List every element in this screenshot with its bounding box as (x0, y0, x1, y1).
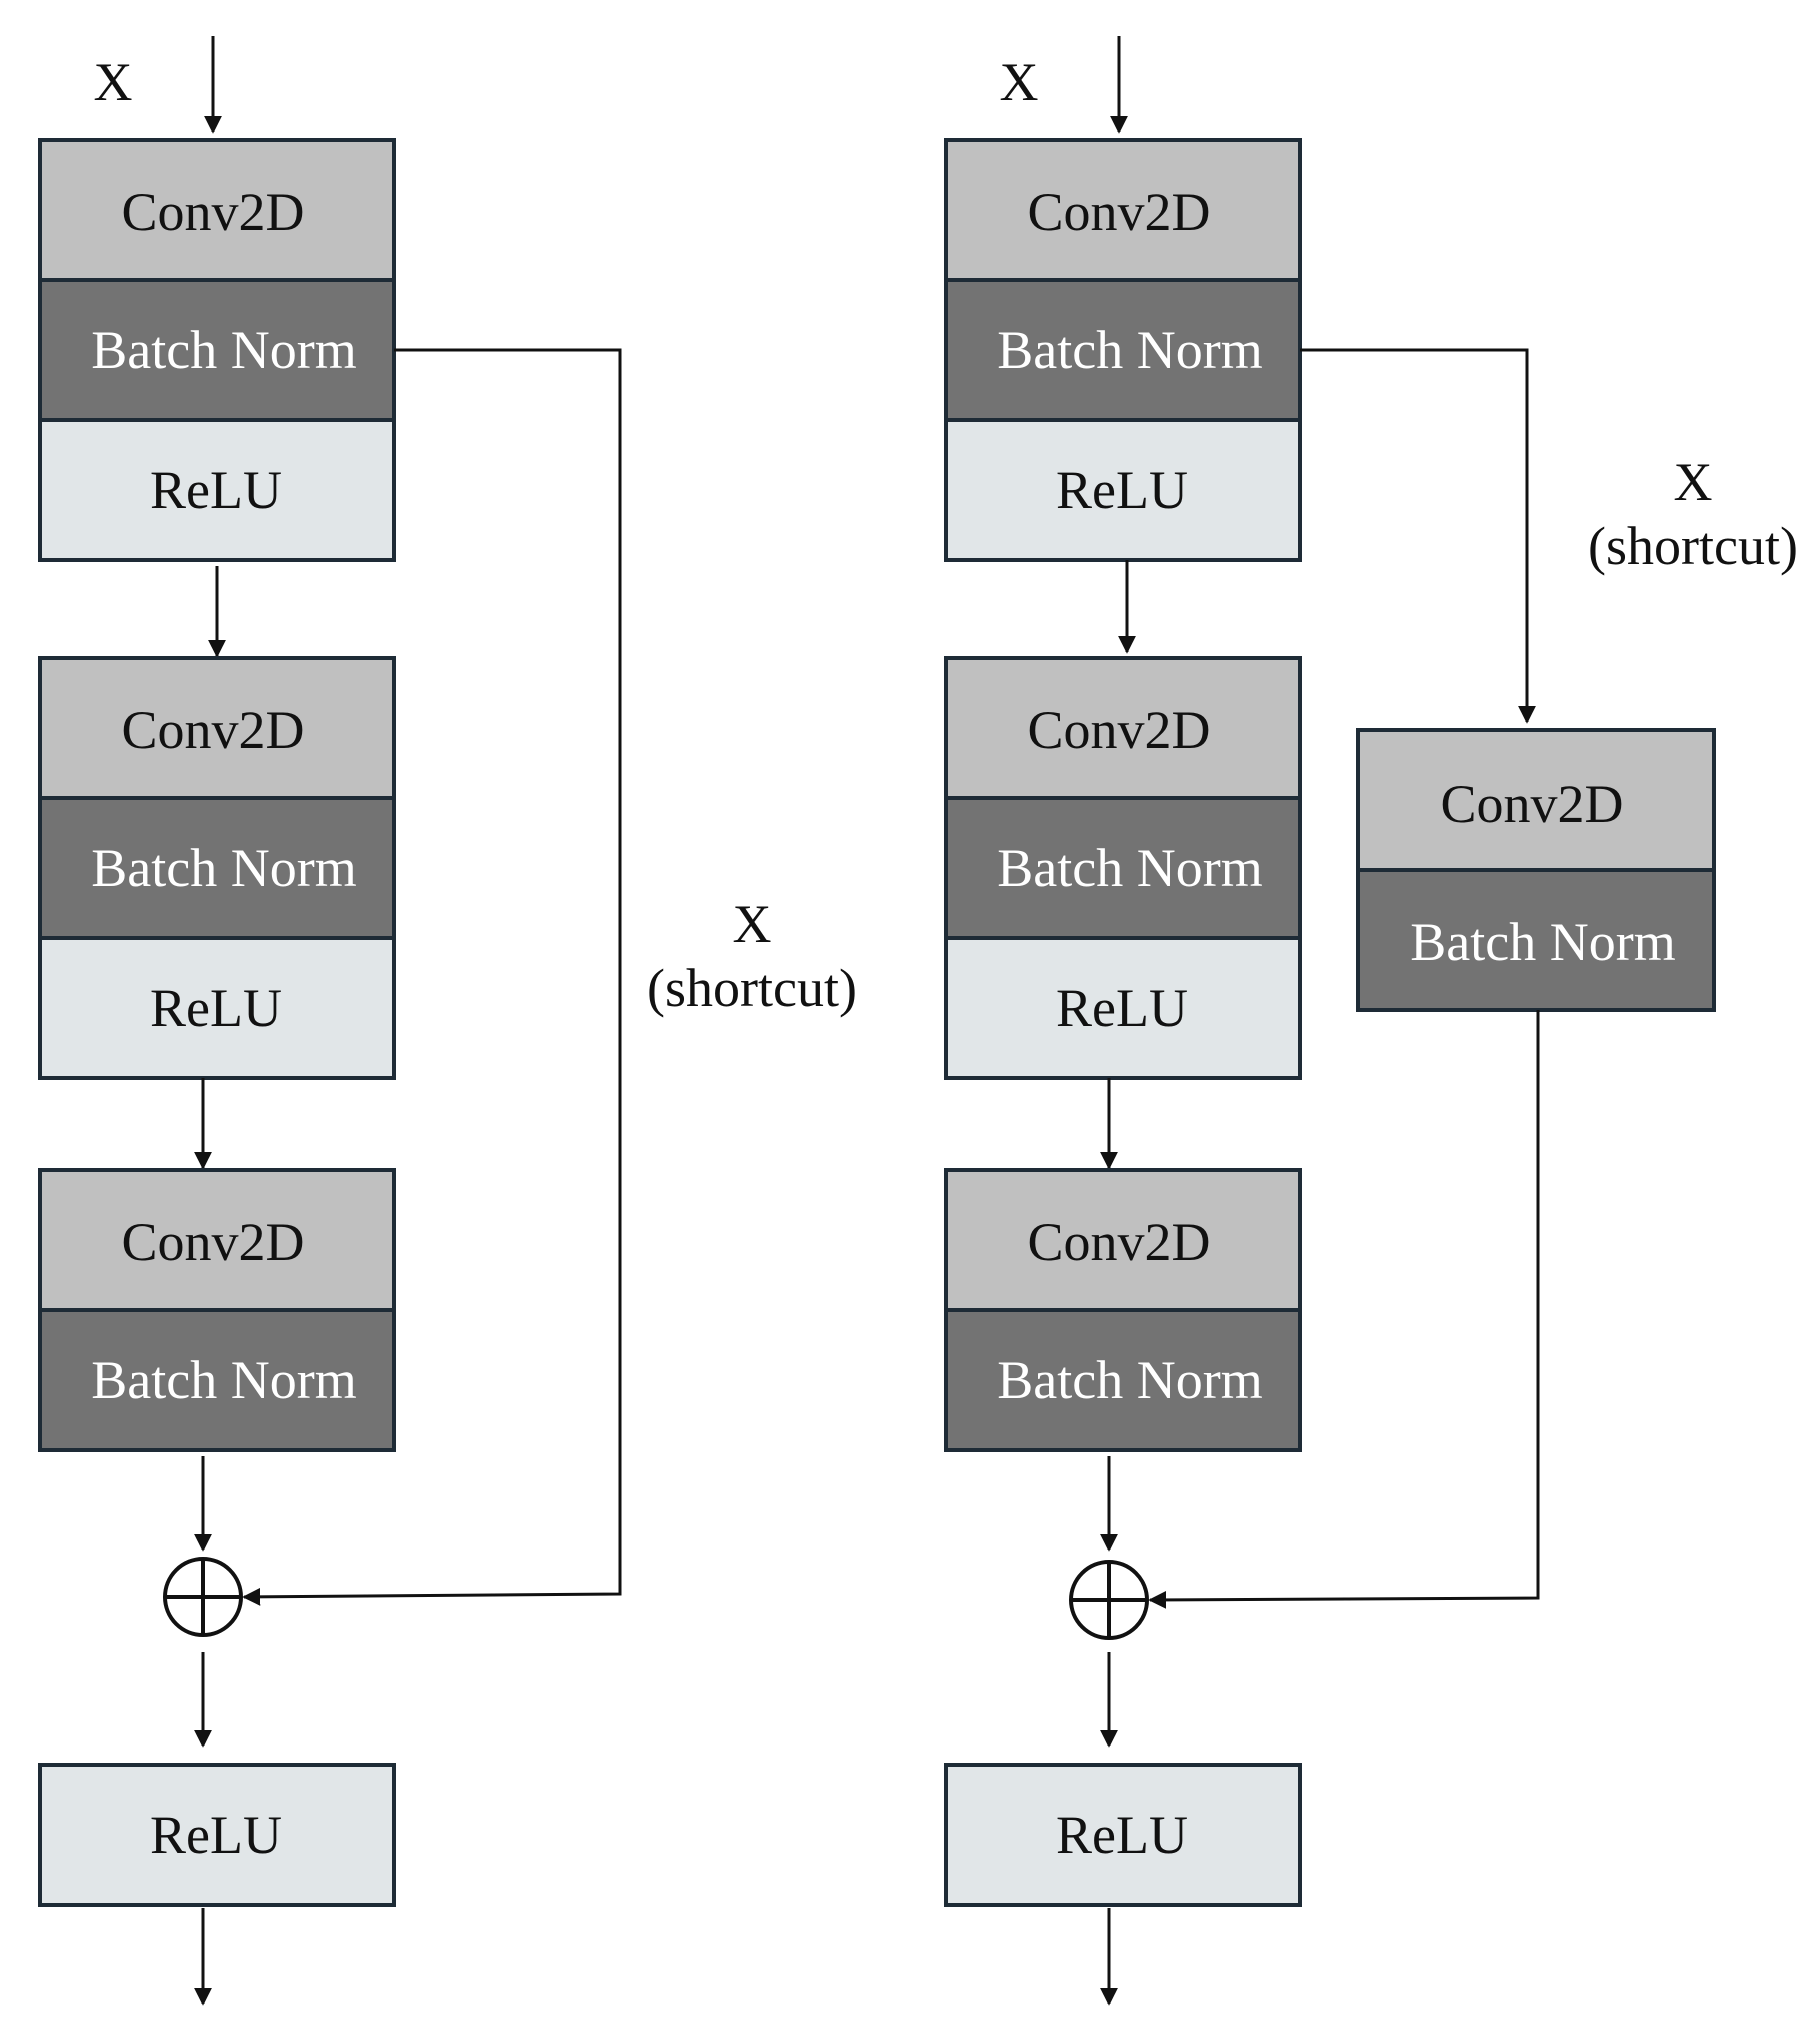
right-shortcut-conv-layer (1358, 730, 1714, 870)
right-g2-outline (944, 656, 1302, 1080)
left-g2-relu-label: ReLU (150, 978, 282, 1038)
left-g3-batchnorm-label: Batch Norm (91, 1350, 356, 1410)
left-output-relu-layer (40, 1765, 394, 1905)
right-g1-conv-label: Conv2D (1027, 182, 1210, 242)
right-shortcut-conv-label: Conv2D (1440, 774, 1623, 834)
right-g2-relu-layer (946, 938, 1300, 1078)
right-output-relu-layer (946, 1765, 1300, 1905)
right-shortcut-label-word: (shortcut) (1588, 516, 1798, 576)
right-g3-conv-label: Conv2D (1027, 1212, 1210, 1272)
left-shortcut-path (242, 348, 622, 1606)
left-output-relu: ReLU (38, 1763, 396, 1907)
left-g2-outline (38, 656, 396, 1080)
left-g2-conv-label: Conv2D (121, 700, 304, 760)
right-shortcut-layer-group: Conv2D Batch Norm (1356, 728, 1716, 1012)
right-g1-batchnorm-label: Batch Norm (997, 320, 1262, 380)
left-output-relu-label: ReLU (150, 1805, 282, 1865)
left-g1-batchnorm-layer (40, 280, 394, 420)
right-g2-conv-layer (946, 658, 1300, 798)
right-shortcut-outline (1356, 728, 1716, 1012)
right-shortcut-path-out (1148, 1010, 1540, 1609)
right-g3-outline (944, 1168, 1302, 1452)
right-layer-group-1: Conv2D Batch Norm ReLU (944, 138, 1302, 562)
right-g3-conv-layer (946, 1170, 1300, 1310)
right-shortcut-label-x: X (1674, 452, 1713, 512)
left-g1-batchnorm-label: Batch Norm (91, 320, 356, 380)
right-layer-group-3: Conv2D Batch Norm (944, 1168, 1302, 1452)
left-add-circle-icon (163, 1557, 243, 1637)
left-g3-outline (38, 1168, 396, 1452)
right-output-relu: ReLU (944, 1763, 1302, 1907)
left-layer-group-1: Conv2D Batch Norm ReLU (38, 138, 396, 562)
right-output-relu-label: ReLU (1056, 1805, 1188, 1865)
left-g1-conv-layer (40, 140, 394, 280)
left-g2-relu-layer (40, 938, 394, 1078)
right-g2-relu-label: ReLU (1056, 978, 1188, 1038)
right-g2-batchnorm-layer (946, 798, 1300, 938)
left-g1-relu-label: ReLU (150, 460, 282, 520)
right-output-relu-outline (944, 1763, 1302, 1907)
left-g2-batchnorm-layer (40, 798, 394, 938)
right-g1-relu-layer (946, 420, 1300, 560)
left-input-label: X (94, 52, 133, 112)
right-g1-conv-layer (946, 140, 1300, 280)
right-layer-group-2: Conv2D Batch Norm ReLU (944, 656, 1302, 1080)
right-projection-block: X Conv2D Batch Norm ReLU Conv2D Batch No… (944, 36, 1798, 2006)
right-g2-batchnorm-label: Batch Norm (997, 838, 1262, 898)
left-layer-group-3: Conv2D Batch Norm (38, 1168, 396, 1452)
left-g1-relu-layer (40, 420, 394, 560)
left-shortcut-label-x: X (733, 894, 772, 954)
right-add-circle-icon (1069, 1560, 1149, 1640)
left-g2-conv-layer (40, 658, 394, 798)
right-g1-relu-label: ReLU (1056, 460, 1188, 520)
left-identity-block: X Conv2D Batch Norm ReLU Conv2D Batch No… (38, 36, 857, 2006)
left-g1-conv-label: Conv2D (121, 182, 304, 242)
left-g3-conv-label: Conv2D (121, 1212, 304, 1272)
right-g2-conv-label: Conv2D (1027, 700, 1210, 760)
left-layer-group-2: Conv2D Batch Norm ReLU (38, 656, 396, 1080)
right-g3-batchnorm-label: Batch Norm (997, 1350, 1262, 1410)
right-input-label: X (1000, 52, 1039, 112)
left-g2-batchnorm-label: Batch Norm (91, 838, 356, 898)
right-shortcut-batchnorm-layer (1358, 870, 1714, 1010)
left-g3-conv-layer (40, 1170, 394, 1310)
left-shortcut-label-word: (shortcut) (647, 958, 857, 1018)
right-g1-batchnorm-layer (946, 280, 1300, 420)
left-output-relu-outline (38, 1763, 396, 1907)
right-g3-batchnorm-layer (946, 1310, 1300, 1450)
right-shortcut-path-in (1300, 348, 1536, 724)
right-shortcut-batchnorm-label: Batch Norm (1410, 912, 1675, 972)
left-g3-batchnorm-layer (40, 1310, 394, 1450)
